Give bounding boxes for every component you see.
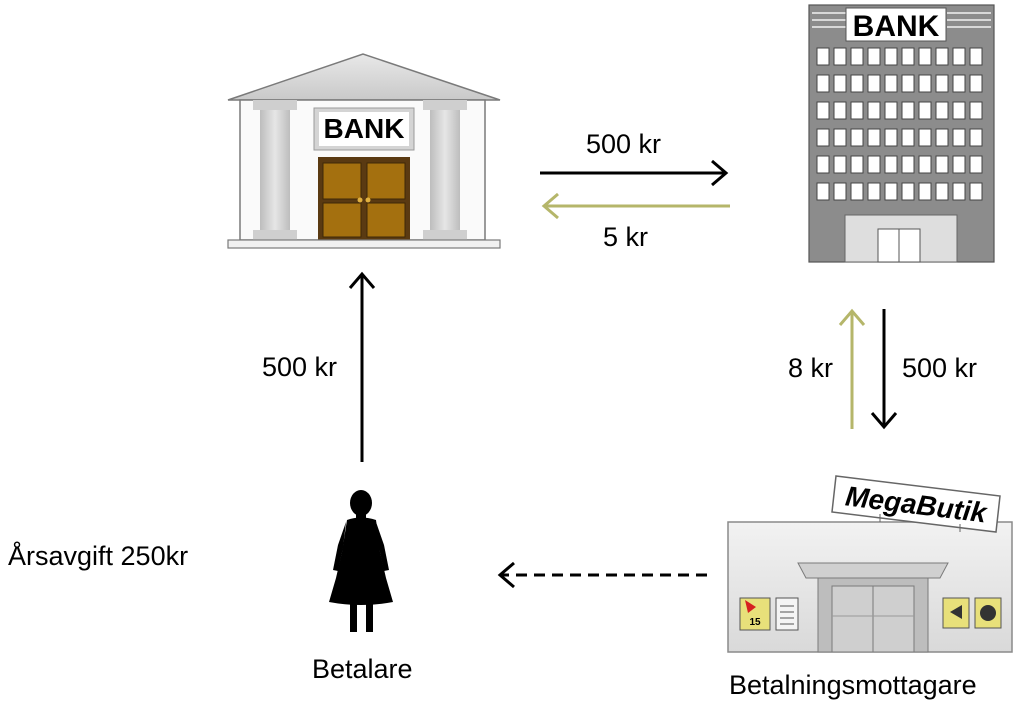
tower-window bbox=[918, 182, 932, 201]
arrow-fee-to-central-bank bbox=[541, 192, 730, 220]
tower-window bbox=[901, 128, 915, 147]
tower-window bbox=[901, 101, 915, 120]
tower-window bbox=[952, 128, 966, 147]
corporate-bank-sign: BANK bbox=[853, 10, 940, 43]
label-recipient: Betalningsmottagare bbox=[729, 670, 977, 700]
payer-silhouette-icon bbox=[329, 490, 393, 632]
label-payer: Betalare bbox=[312, 654, 413, 684]
tower-window bbox=[833, 128, 847, 147]
tower-window bbox=[901, 155, 915, 174]
tower-window bbox=[952, 155, 966, 174]
tower-window bbox=[952, 182, 966, 201]
tower-window bbox=[816, 74, 830, 93]
tower-window bbox=[952, 47, 966, 66]
tower-window bbox=[901, 47, 915, 66]
tower-window bbox=[816, 101, 830, 120]
tower-window bbox=[969, 182, 983, 201]
tower-window bbox=[901, 74, 915, 93]
tower-window bbox=[833, 155, 847, 174]
tower-window bbox=[969, 74, 983, 93]
corporate-bank-building bbox=[808, 4, 995, 263]
tower-window bbox=[935, 128, 949, 147]
tower-window bbox=[969, 155, 983, 174]
tower-window bbox=[867, 155, 881, 174]
tower-window bbox=[850, 74, 864, 93]
label-payer-to-bank: 500 kr bbox=[262, 352, 338, 382]
arrow-payer-to-bank bbox=[348, 271, 376, 462]
tower-window bbox=[867, 182, 881, 201]
tower-window bbox=[901, 182, 915, 201]
tower-window bbox=[935, 101, 949, 120]
arrow-bank-to-bank bbox=[540, 159, 729, 187]
tower-window bbox=[867, 74, 881, 93]
tower-window bbox=[918, 101, 932, 120]
store-building bbox=[727, 475, 1013, 653]
tower-window bbox=[850, 182, 864, 201]
tower-window bbox=[833, 182, 847, 201]
tower-window bbox=[850, 155, 864, 174]
tower-window bbox=[816, 47, 830, 66]
tower-window bbox=[884, 74, 898, 93]
store-poster-number: 15 bbox=[749, 617, 761, 628]
tower-window bbox=[816, 182, 830, 201]
tower-window bbox=[884, 182, 898, 201]
central-bank-sign: BANK bbox=[324, 113, 405, 144]
tower-window bbox=[952, 74, 966, 93]
label-bank-fee-back: 5 kr bbox=[603, 222, 649, 252]
tower-window bbox=[969, 101, 983, 120]
label-annual-fee: Årsavgift 250kr bbox=[8, 541, 189, 571]
tower-window bbox=[935, 155, 949, 174]
tower-window bbox=[884, 155, 898, 174]
arrow-store-to-payer-dashed bbox=[497, 561, 707, 589]
tower-window bbox=[935, 47, 949, 66]
tower-window bbox=[833, 74, 847, 93]
tower-window bbox=[850, 47, 864, 66]
tower-window bbox=[935, 182, 949, 201]
tower-window bbox=[952, 101, 966, 120]
label-bank-to-bank: 500 kr bbox=[586, 129, 662, 159]
label-store-fee: 8 kr bbox=[788, 353, 834, 383]
tower-window bbox=[884, 128, 898, 147]
arrow-fee-to-corporate-bank bbox=[838, 308, 866, 429]
tower-window bbox=[867, 128, 881, 147]
tower-window bbox=[935, 74, 949, 93]
tower-window bbox=[918, 155, 932, 174]
tower-window bbox=[969, 47, 983, 66]
tower-window bbox=[833, 47, 847, 66]
tower-window bbox=[884, 101, 898, 120]
tower-window bbox=[969, 128, 983, 147]
label-bank-to-store: 500 kr bbox=[902, 353, 978, 383]
tower-window bbox=[867, 47, 881, 66]
tower-window bbox=[850, 128, 864, 147]
tower-window bbox=[833, 101, 847, 120]
tower-window bbox=[867, 101, 881, 120]
arrow-bank-to-store bbox=[870, 309, 898, 430]
tower-window bbox=[918, 47, 932, 66]
tower-window bbox=[918, 128, 932, 147]
tower-window bbox=[918, 74, 932, 93]
tower-window bbox=[816, 128, 830, 147]
tower-window bbox=[884, 47, 898, 66]
central-bank-building bbox=[227, 53, 501, 249]
tower-window bbox=[850, 101, 864, 120]
tower-window bbox=[816, 155, 830, 174]
